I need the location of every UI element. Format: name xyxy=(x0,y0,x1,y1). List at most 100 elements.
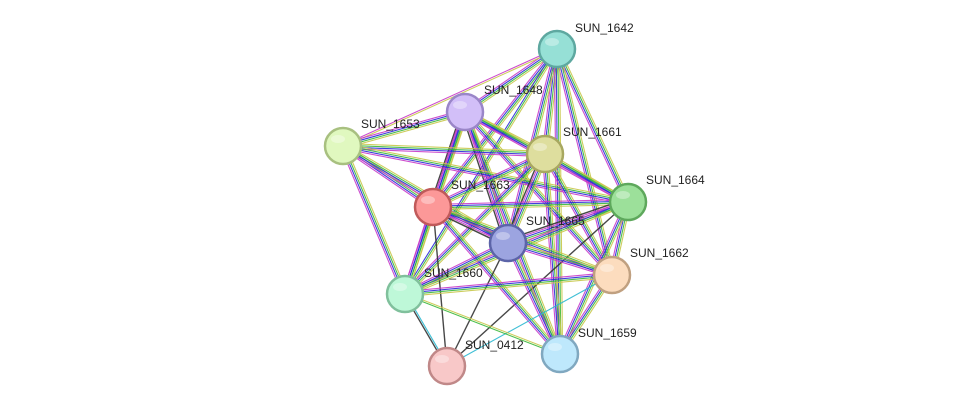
edge-line xyxy=(462,113,611,278)
edge-line xyxy=(465,111,614,275)
node-highlight xyxy=(533,143,547,151)
node-highlight xyxy=(331,135,345,143)
edge-line xyxy=(434,204,563,353)
edge-line xyxy=(557,200,627,354)
edge-line xyxy=(342,110,465,146)
edge-line xyxy=(508,242,562,354)
edge-SUN_1648-SUN_1662 xyxy=(462,109,615,278)
edge-line xyxy=(405,276,613,298)
node-circle[interactable] xyxy=(592,255,632,295)
edge-line xyxy=(433,155,547,210)
edge-SUN_1648-SUN_1653 xyxy=(342,109,466,149)
node-highlight xyxy=(393,283,407,291)
edge-line xyxy=(405,244,510,297)
edge-line xyxy=(432,152,545,207)
node-label: SUN_1662 xyxy=(630,246,689,260)
edge-line xyxy=(463,112,612,276)
node-circle[interactable] xyxy=(537,29,577,69)
node-sun-1662[interactable]: SUN_1662 xyxy=(592,246,689,295)
node-circle[interactable] xyxy=(540,334,580,374)
edge-line xyxy=(433,206,562,354)
node-circle[interactable] xyxy=(323,126,363,166)
edge-line xyxy=(432,198,628,206)
node-highlight xyxy=(548,343,562,351)
node-label: SUN_0412 xyxy=(465,338,524,352)
edge-SUN_1653-SUN_1660 xyxy=(340,144,408,296)
node-circle[interactable] xyxy=(488,223,528,263)
edge-line xyxy=(405,275,613,296)
node-circle[interactable] xyxy=(445,92,485,132)
edge-line xyxy=(342,109,465,145)
edge-line xyxy=(342,146,545,156)
edge-line xyxy=(555,49,612,276)
node-sun-1663[interactable]: SUN_1663 xyxy=(413,178,510,227)
edge-SUN_1642-SUN_1653 xyxy=(342,47,558,148)
node-circle[interactable] xyxy=(385,274,425,314)
edge-line xyxy=(431,151,545,206)
node-highlight xyxy=(600,264,614,272)
edge-line xyxy=(342,147,628,206)
node-highlight xyxy=(616,191,630,199)
edge-line xyxy=(343,142,546,153)
node-sun-1665[interactable]: SUN_1665 xyxy=(488,214,585,263)
node-circle[interactable] xyxy=(413,187,453,227)
edge-line xyxy=(431,207,560,355)
node-label: SUN_1660 xyxy=(424,266,483,280)
edge-SUN_1665-SUN_1659 xyxy=(505,241,563,356)
edge-SUN_1662-SUN_1660 xyxy=(404,271,613,298)
edge-SUN_1653-SUN_1664 xyxy=(342,142,629,206)
node-label: SUN_1663 xyxy=(451,178,510,192)
node-highlight xyxy=(453,101,467,109)
edge-line xyxy=(404,273,612,294)
edge-line xyxy=(505,243,559,356)
edge-line xyxy=(555,49,628,203)
edge-line xyxy=(506,243,560,355)
edge-line xyxy=(405,292,561,354)
edge-line xyxy=(343,145,407,294)
node-highlight xyxy=(421,196,435,204)
edge-line xyxy=(342,146,628,204)
node-label: SUN_1659 xyxy=(578,326,637,340)
edge-SUN_1660-SUN_1659 xyxy=(404,292,561,356)
edge-line xyxy=(404,294,560,356)
node-highlight xyxy=(545,38,559,46)
node-sun-1664[interactable]: SUN_1664 xyxy=(608,173,705,222)
node-sun-1642[interactable]: SUN_1642 xyxy=(537,21,634,69)
edge-line xyxy=(433,203,629,211)
edge-SUN_1642-SUN_1662 xyxy=(553,48,616,276)
node-sun-0412[interactable]: SUN_0412 xyxy=(427,338,524,386)
edge-line xyxy=(446,242,509,367)
edge-line xyxy=(432,200,628,207)
edge-line xyxy=(343,112,466,148)
edge-line xyxy=(343,144,629,202)
edge-line xyxy=(342,47,557,146)
node-circle[interactable] xyxy=(525,134,565,174)
node-sun-1653[interactable]: SUN_1653 xyxy=(323,117,420,166)
node-label: SUN_1665 xyxy=(526,214,585,228)
edge-line xyxy=(343,142,629,201)
node-label: SUN_1642 xyxy=(575,21,634,35)
edge-line xyxy=(506,198,628,241)
edge-line xyxy=(340,146,404,296)
edge-line xyxy=(558,47,631,202)
node-sun-1659[interactable]: SUN_1659 xyxy=(540,326,637,374)
edge-line xyxy=(553,49,611,276)
edge-line xyxy=(343,144,546,154)
edge-SUN_1663-SUN_0412 xyxy=(432,206,448,367)
edge-line xyxy=(546,152,615,275)
node-highlight xyxy=(435,355,449,363)
node-circle[interactable] xyxy=(608,182,648,222)
node-label: SUN_1661 xyxy=(563,125,622,139)
node-sun-1661[interactable]: SUN_1661 xyxy=(525,125,622,174)
edge-line xyxy=(558,48,616,275)
node-sun-1660[interactable]: SUN_1660 xyxy=(385,266,483,314)
node-circle[interactable] xyxy=(427,346,467,386)
edge-line xyxy=(461,112,506,245)
node-sun-1648[interactable]: SUN_1648 xyxy=(445,83,543,132)
edge-SUN_1662-SUN_0412 xyxy=(446,274,613,367)
edge-line xyxy=(343,49,558,148)
edge-line xyxy=(404,271,612,293)
